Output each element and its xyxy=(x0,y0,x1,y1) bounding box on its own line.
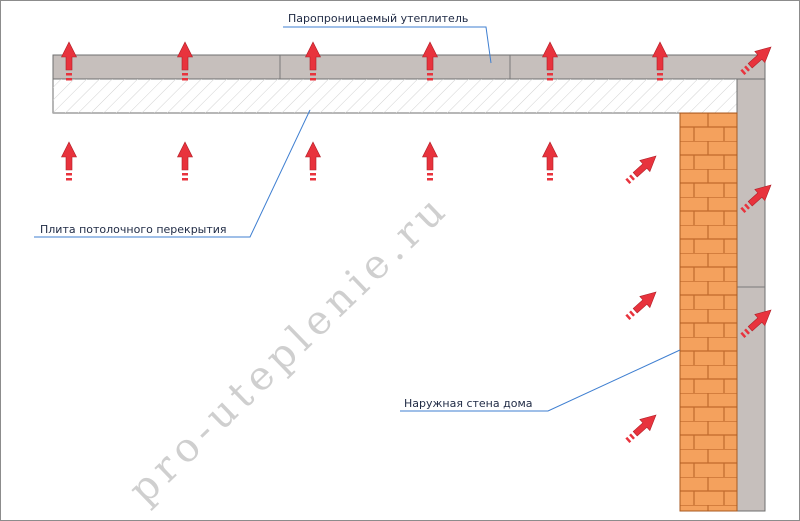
vapor-flow-arrow xyxy=(621,408,662,447)
slab-leader xyxy=(34,109,311,238)
vapor-flow-arrow xyxy=(305,141,321,181)
brick-wall xyxy=(679,112,738,512)
vapor-flow-arrow xyxy=(621,285,662,324)
insulation-leader xyxy=(283,26,492,64)
insulation-label: Паропроницаемый утеплитель xyxy=(288,12,469,25)
vapor-flow-arrow xyxy=(61,141,77,181)
wall-label: Наружная стена дома xyxy=(404,397,533,410)
vapor-flow-arrow xyxy=(177,141,193,181)
wall-insulation xyxy=(736,78,766,512)
vapor-flow-arrow xyxy=(621,149,662,188)
vapor-flow-arrow xyxy=(542,141,558,181)
wall-leader xyxy=(400,349,681,412)
vapor-flow-arrow xyxy=(422,141,438,181)
slab-label: Плита потолочного перекрытия xyxy=(40,223,227,236)
